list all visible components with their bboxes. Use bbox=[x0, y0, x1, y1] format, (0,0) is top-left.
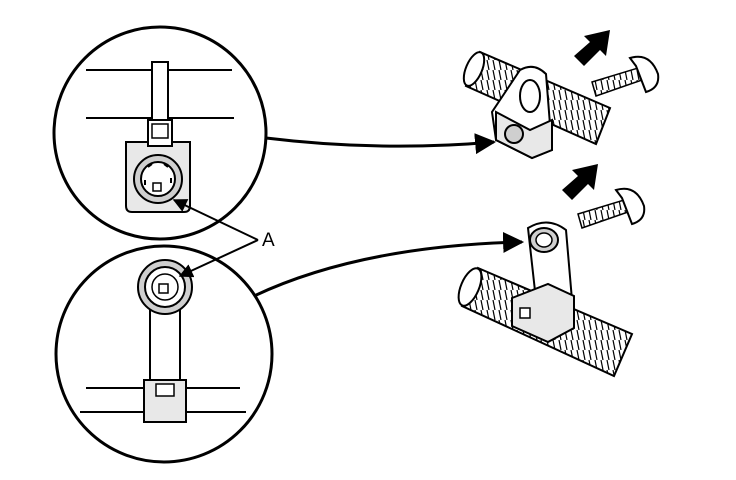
top-assembly bbox=[462, 30, 660, 160]
callout-label-a: A bbox=[262, 230, 275, 251]
bolt-icon bbox=[577, 187, 646, 229]
bottom-assembly bbox=[457, 164, 646, 378]
callout-a: A bbox=[172, 199, 275, 278]
bolt-icon bbox=[591, 55, 660, 97]
clip-icon bbox=[511, 221, 575, 344]
clip-icon bbox=[125, 119, 191, 213]
clip-icon bbox=[490, 65, 554, 160]
detail-circle-bottom bbox=[54, 244, 274, 464]
arrow-icon bbox=[574, 30, 610, 66]
arrow-icon bbox=[562, 164, 598, 200]
leader-arrow-bottom bbox=[253, 231, 525, 298]
clip-icon bbox=[137, 259, 193, 423]
detail-circle-top bbox=[52, 25, 268, 241]
leader-arrow-top bbox=[265, 133, 497, 155]
